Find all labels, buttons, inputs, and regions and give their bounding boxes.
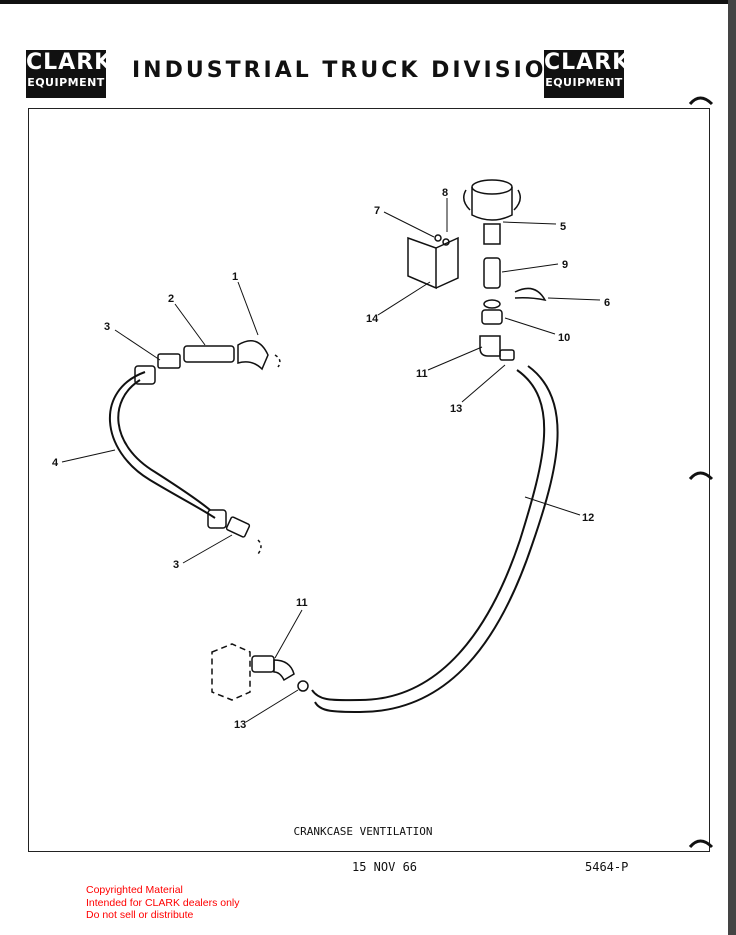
callout-label: 13 — [450, 403, 462, 415]
callout-label: 7 — [374, 205, 380, 217]
lower-elbow-fitting — [211, 643, 309, 701]
left-hose-assembly — [109, 340, 281, 555]
figure-caption: CRANKCASE VENTILATION — [293, 825, 433, 838]
logo-text: CLARK — [544, 50, 631, 75]
logo-subtext: EQUIPMENT — [27, 76, 105, 89]
leader-lines — [61, 198, 601, 723]
callout-label: 12 — [582, 512, 594, 524]
page-number: 5464-P — [585, 860, 629, 874]
publication-date: 15 NOV 66 — [352, 860, 418, 874]
callout-label: 3 — [173, 559, 179, 571]
page-title: INDUSTRIAL TRUCK DIVISION — [132, 58, 568, 83]
binder-hole-mark — [688, 471, 714, 481]
callout-label: 11 — [296, 597, 308, 609]
callout-label: 11 — [416, 368, 428, 380]
callout-label: 4 — [52, 457, 59, 469]
clark-logo-right: CLARK EQUIPMENT — [544, 50, 631, 98]
callout-label: 3 — [104, 321, 110, 333]
page-edge-top — [0, 0, 736, 4]
notice-line: Intended for CLARK dealers only — [86, 896, 240, 909]
callout-label: 5 — [560, 221, 566, 233]
logo-text: CLARK — [26, 50, 113, 75]
callout-label: 6 — [604, 297, 610, 309]
copyright-notice: Copyrighted Material Intended for CLARK … — [86, 884, 240, 922]
notice-line: Do not sell or distribute — [86, 909, 194, 921]
clark-logo-left: CLARK EQUIPMENT — [26, 50, 113, 98]
right-hose — [311, 365, 559, 714]
callout-label: 2 — [168, 293, 174, 305]
callout-label: 8 — [442, 187, 448, 199]
logo-subtext: EQUIPMENT — [545, 76, 623, 89]
binder-hole-mark — [688, 839, 714, 849]
callout-label: 10 — [558, 332, 570, 344]
page-edge-right — [728, 0, 736, 935]
callout-label: 13 — [234, 719, 246, 731]
notice-line: Copyrighted Material — [86, 884, 183, 896]
breather-assembly — [407, 179, 547, 361]
callout-label: 9 — [562, 259, 568, 271]
callout-label: 14 — [366, 313, 379, 325]
callout-label: 1 — [232, 271, 238, 283]
binder-hole-mark — [688, 96, 714, 106]
figure-frame — [28, 108, 710, 852]
